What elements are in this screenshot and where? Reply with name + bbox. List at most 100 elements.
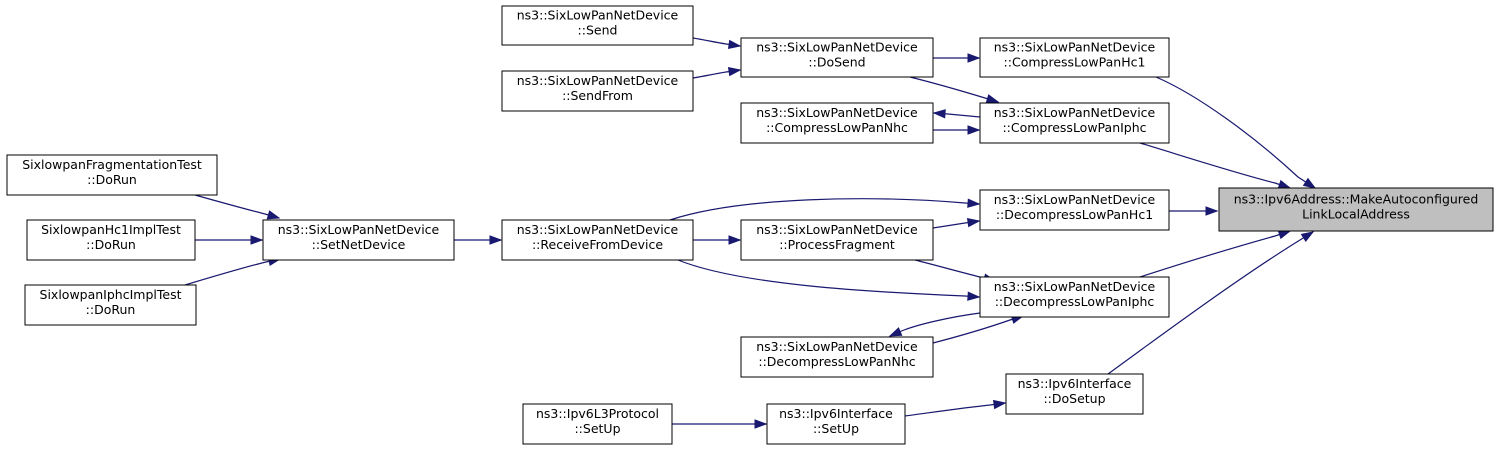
arrowhead [1300,231,1315,243]
node-label-line-2: ::DoRun [86,302,136,317]
arrowhead [967,125,981,135]
node-label-line-2: ::DoRun [87,172,137,187]
node-decompress-hc1[interactable]: ns3::SixLowPanNetDevice::DecompressLowPa… [979,189,1170,231]
arrowhead [1277,179,1292,189]
edge-sendfrom-to-dosend [692,66,742,79]
node-box [501,5,694,46]
node-label-line-1: ns3::Ipv6L3Protocol [536,406,659,421]
edge-dosend-to-compress-hc1 [933,53,981,63]
node-sendfrom[interactable]: ns3::SixLowPanNetDevice::SendFrom [501,70,694,112]
node-compress-iphc[interactable]: ns3::SixLowPanNetDevice::CompressLowPanI… [979,102,1170,144]
arrowhead [932,109,946,119]
edge-compress-iphc-to-compress-nhc [932,109,981,119]
node-box [6,154,218,196]
edge-line [1139,230,1291,278]
edge-hc1-test-to-setnetdevice [195,235,264,245]
node-l3-setup[interactable]: ns3::Ipv6L3Protocol::SetUp [522,403,673,445]
edge-iface-dosetup-to-make [1107,231,1315,375]
node-label-line-1: ns3::SixLowPanNetDevice [994,192,1156,207]
arrowhead [967,53,981,63]
node-box [1218,187,1494,232]
node-label-line-2: ::DecompressLowPanNhc [758,354,915,369]
edge-line [669,198,980,221]
node-label-line-1: SixlowpanIphcImplTest [40,287,182,302]
node-box [740,336,934,378]
node-make-autoconf[interactable]: ns3::Ipv6Address::MakeAutoconfiguredLink… [1218,187,1494,232]
node-label-line-1: ns3::SixLowPanNetDevice [756,222,918,237]
edge-dosend-to-compress-iphc [909,76,1000,104]
node-label-line-2: ::CompressLowPanNhc [766,120,908,135]
edge-decompress-iphc-to-make [1139,230,1292,278]
arrowhead [250,235,264,245]
node-dosend[interactable]: ns3::SixLowPanNetDevice::DoSend [740,37,934,78]
edge-line [889,312,981,337]
node-decompress-nhc[interactable]: ns3::SixLowPanNetDevice::DecompressLowPa… [740,336,934,378]
node-box [979,189,1170,231]
node-label-line-2: ::ProcessFragment [779,237,895,252]
node-iphc-test[interactable]: SixlowpanIphcImplTest::DoRun [24,284,197,326]
node-box [979,102,1170,144]
node-frag-test[interactable]: SixlowpanFragmentationTest::DoRun [6,154,218,196]
node-label-line-1: ns3::Ipv6Interface [779,406,893,421]
edge-line [692,69,741,79]
node-box [262,219,455,261]
node-label-line-2: ::Send [578,23,618,38]
arrowhead [727,66,742,77]
node-label-line-1: ns3::SixLowPanNetDevice [994,40,1156,55]
node-label-line-1: ns3::SixLowPanNetDevice [517,8,679,23]
node-box [1005,373,1144,415]
edge-receive-to-process-fragment [693,235,742,245]
arrowhead [1302,177,1317,189]
arrowhead [985,94,1000,104]
node-iface-dosetup[interactable]: ns3::Ipv6Interface::DoSetup [1005,373,1144,415]
edge-decompress-iphc-to-decompress-nhc [888,312,981,337]
arrowhead [1205,206,1219,216]
arrowhead [728,235,742,245]
node-process-fragment[interactable]: ns3::SixLowPanNetDevice::ProcessFragment [740,219,934,261]
node-box [522,403,673,445]
node-label-line-1: ns3::SixLowPanNetDevice [278,222,440,237]
node-label-line-2: ::CompressLowPanHc1 [1004,55,1146,70]
node-decompress-iphc[interactable]: ns3::SixLowPanNetDevice::DecompressLowPa… [979,276,1170,318]
arrowhead [727,39,742,50]
node-label-line-1: SixlowpanFragmentationTest [22,157,202,172]
arrowhead [1277,230,1292,240]
arrowhead [888,327,903,337]
node-label-line-2: ::DecompressLowPanHc1 [996,207,1153,222]
arrowhead [967,198,981,208]
node-setnetdevice[interactable]: ns3::SixLowPanNetDevice::SetNetDevice [262,219,455,261]
edge-process-fragment-to-decompress-hc1 [932,217,981,229]
edge-line [932,315,1024,344]
edge-decompress-hc1-to-make [1169,206,1219,216]
edge-line [904,402,1006,417]
arrowhead [489,235,503,245]
arrowhead [966,217,981,228]
node-label-line-2: ::DoRun [86,237,136,252]
node-label-line-2: ::SetNetDevice [312,237,406,252]
edge-line [1139,142,1291,189]
node-box [740,37,934,78]
edge-line [677,259,980,298]
node-box [26,219,196,261]
edge-receive-to-decompress-iphc [677,259,981,301]
node-iface-setup[interactable]: ns3::Ipv6Interface::SetUp [766,403,906,445]
node-label-line-1: ns3::SixLowPanNetDevice [756,105,918,120]
node-receive[interactable]: ns3::SixLowPanNetDevice::ReceiveFromDevi… [501,219,694,261]
node-hc1-test[interactable]: SixlowpanHc1ImplTest::DoRun [26,219,196,261]
node-label-line-2: ::DoSetup [1043,391,1105,406]
node-send[interactable]: ns3::SixLowPanNetDevice::Send [501,5,694,46]
node-box [740,102,934,144]
node-box [24,284,197,326]
arrowhead [967,291,981,301]
node-compress-hc1[interactable]: ns3::SixLowPanNetDevice::CompressLowPanH… [979,37,1170,78]
edge-iface-setup-to-dosetup [904,399,1007,417]
edge-line [194,194,280,219]
node-box [501,70,694,112]
node-label-line-1: ns3::SixLowPanNetDevice [756,40,918,55]
node-label-line-1: ns3::Ipv6Address::MakeAutoconfigured [1234,192,1479,207]
node-label-line-2: ::DoSend [808,55,865,70]
arrowhead [992,399,1007,410]
node-box [979,276,1170,318]
node-compress-nhc[interactable]: ns3::SixLowPanNetDevice::CompressLowPanN… [740,102,934,144]
